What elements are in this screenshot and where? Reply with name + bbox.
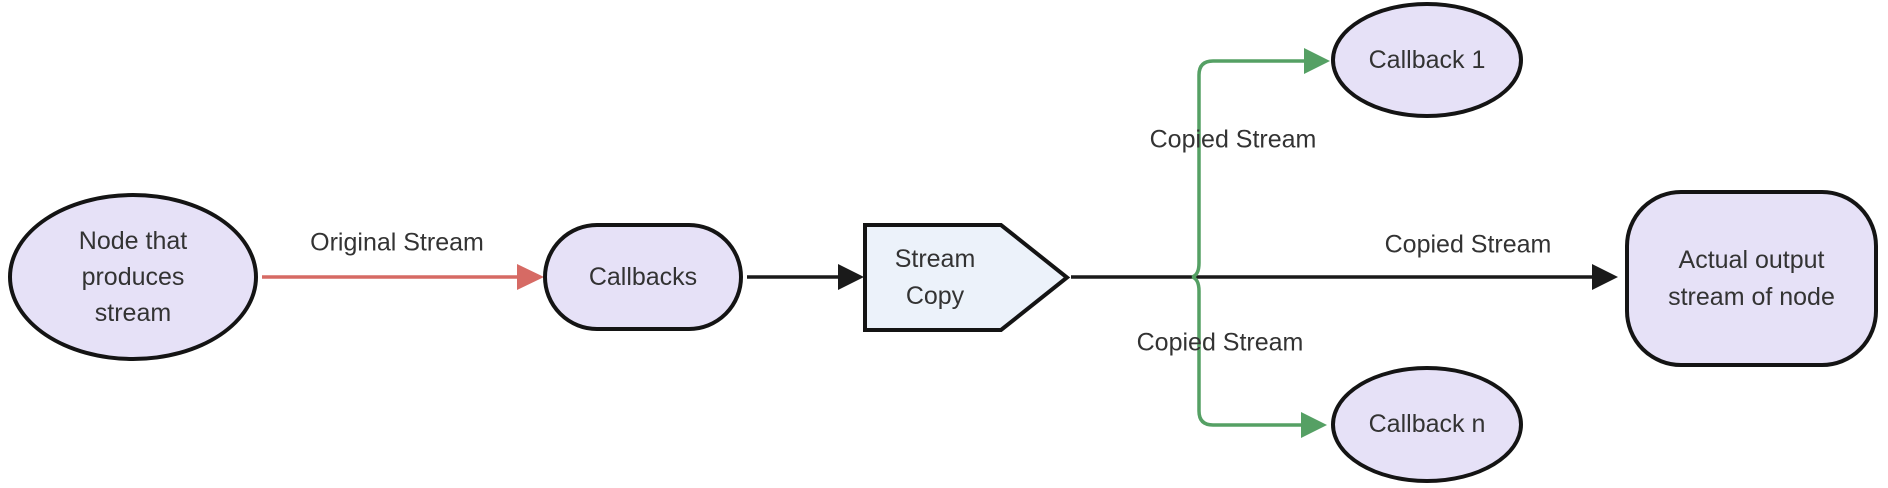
- node-stream-copy-shape: [863, 223, 1071, 332]
- edge-label-copied-stream-top: Copied Stream: [1149, 125, 1317, 154]
- edge-label-original-stream: Original Stream: [310, 228, 484, 257]
- node-stream-copy-label: Stream Copy: [894, 245, 976, 310]
- arrowhead-black-icon: [1592, 264, 1618, 290]
- edge-label-copied-stream-right: Copied Stream: [1384, 230, 1552, 259]
- arrowhead-black-icon: [838, 264, 864, 290]
- node-actual-output: Actual output stream of node: [1625, 190, 1878, 367]
- edge-copied-up-line: [1191, 59, 1304, 279]
- node-callback-1: Callback 1: [1331, 2, 1523, 118]
- arrowhead-green-icon: [1301, 412, 1327, 438]
- node-callback-n: Callback n: [1331, 366, 1523, 483]
- edge-copied-down-line: [1191, 275, 1301, 427]
- arrowhead-green-icon: [1304, 48, 1330, 74]
- edge-label-copied-stream-bottom: Copied Stream: [1136, 328, 1304, 357]
- arrowhead-red-icon: [517, 264, 544, 290]
- node-callbacks: Callbacks: [543, 223, 743, 331]
- node-producer: Node that produces stream: [8, 193, 258, 361]
